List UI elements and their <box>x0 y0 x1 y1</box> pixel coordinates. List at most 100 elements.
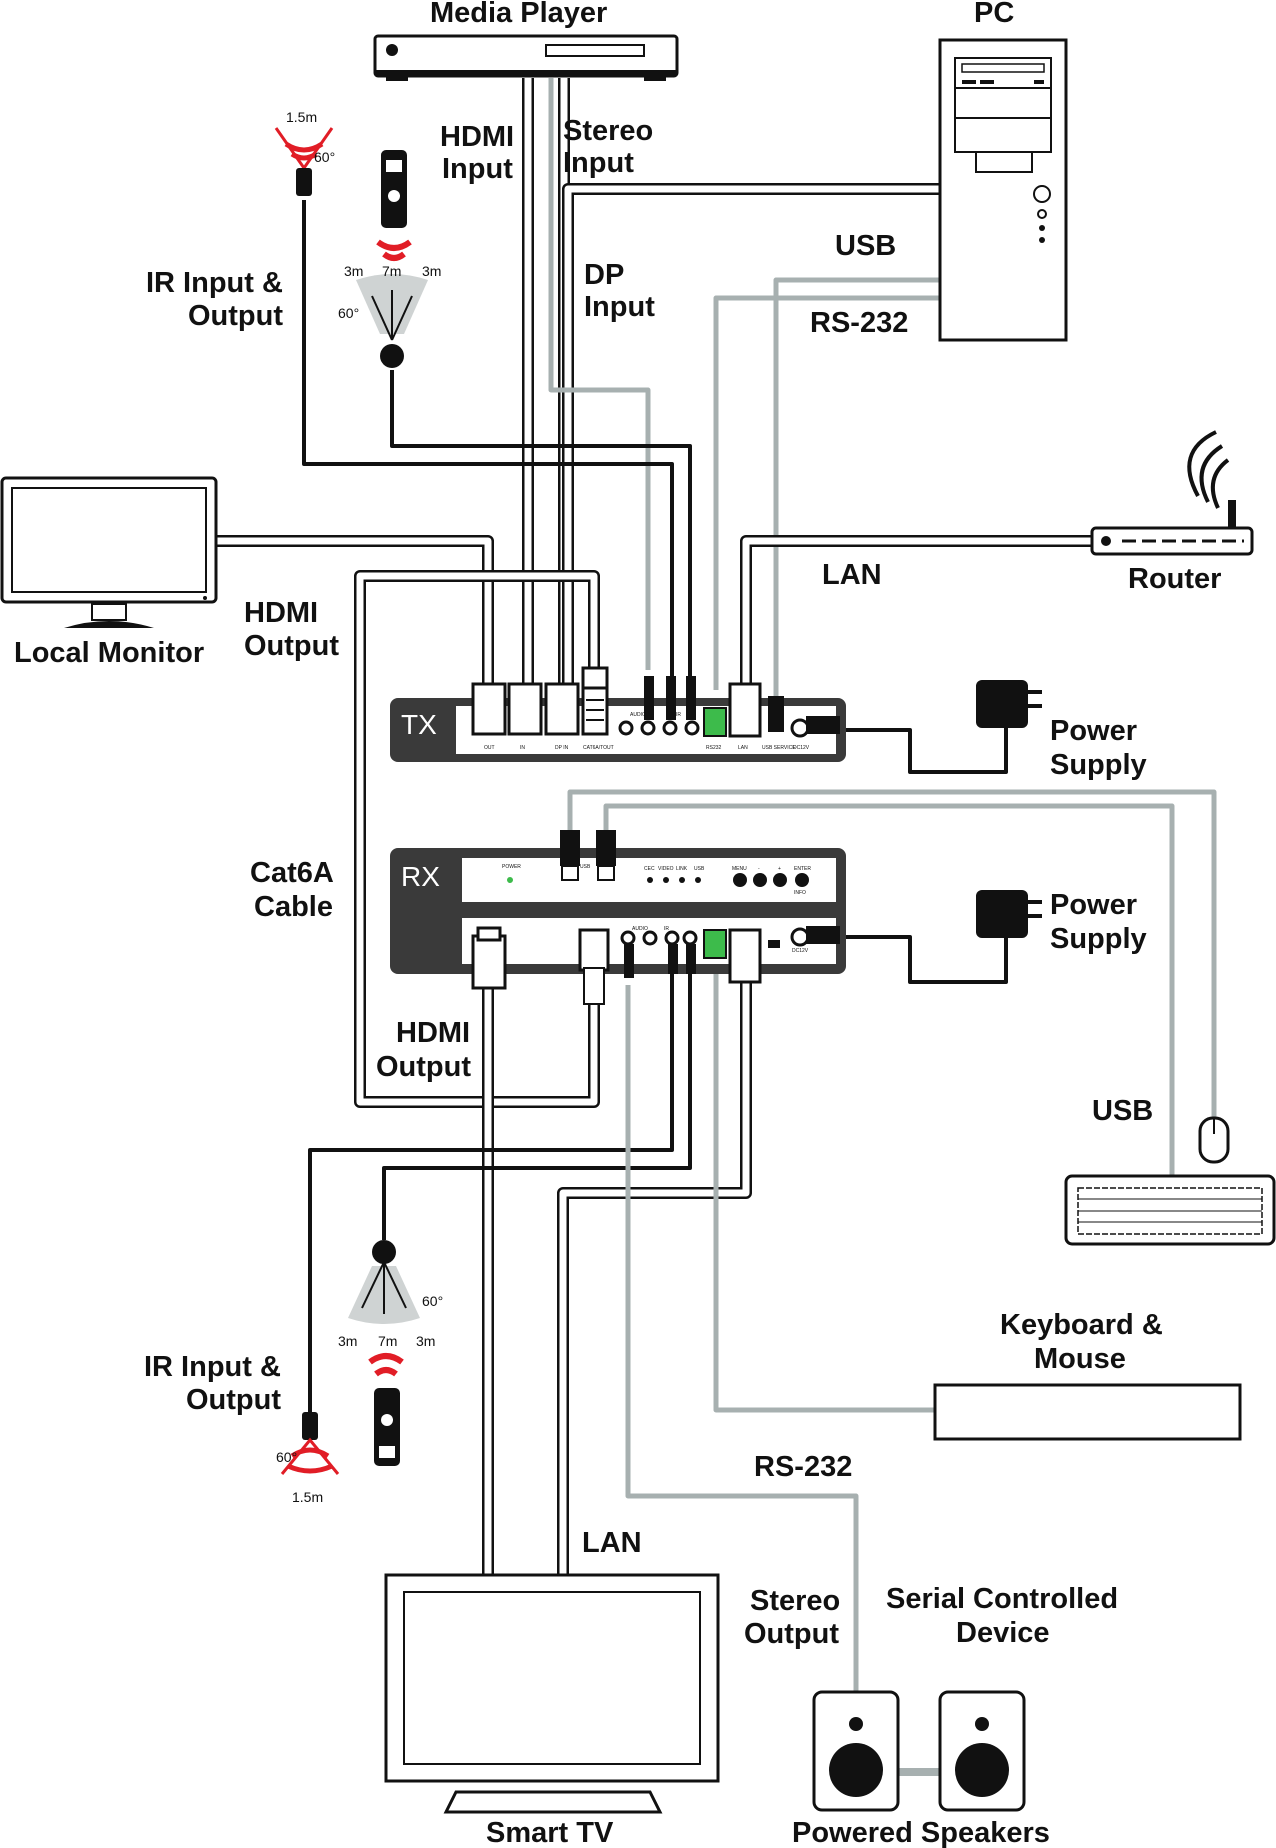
ir-top-side-left: 3m <box>344 263 363 279</box>
rx-badge: RX <box>401 861 440 892</box>
ir-range-labels: 1.5m 60° 3m 7m 3m 60° 60° 3m 7m 3m 60° 1… <box>276 109 443 1505</box>
label-power-supply-rx-1: Power <box>1050 889 1137 921</box>
ir-bottom-side-right: 3m <box>416 1333 435 1349</box>
svg-text:POWER: POWER <box>502 864 521 870</box>
media-player <box>373 34 679 81</box>
svg-text:CAT6A/TOUT: CAT6A/TOUT <box>583 745 614 751</box>
diagram-labels: Media Player PC HDMI Input Stereo Input … <box>14 0 1221 1848</box>
label-router: Router <box>1128 563 1221 595</box>
label-cat6a-2: Cable <box>254 891 333 923</box>
svg-text:USB: USB <box>580 864 591 870</box>
svg-text:USB: USB <box>694 866 705 872</box>
svg-text:LINK: LINK <box>676 866 688 872</box>
usb-pc-cable <box>773 277 940 700</box>
tx-hdmi-plugs <box>471 666 609 736</box>
label-smart-tv: Smart TV <box>486 1817 614 1848</box>
rx-usb-plug-1 <box>560 830 580 866</box>
tx-port-labels: OUT IN DP IN CAT6A/TOUT AUDIO IR RS232 L… <box>484 712 810 751</box>
lan-router-cable <box>740 535 1092 690</box>
tx-power-cable <box>820 700 1008 774</box>
rx-usb-plug-2 <box>596 830 616 866</box>
router <box>1090 430 1254 556</box>
label-keyboard-mouse-1: Keyboard & <box>1000 1309 1163 1341</box>
svg-text:CEC: CEC <box>644 866 655 872</box>
label-stereo-input-1: Stereo <box>563 115 653 147</box>
ir-tx-cable-1 <box>302 200 674 690</box>
label-pc: PC <box>974 0 1014 29</box>
ir-receiver-bottom <box>348 1240 420 1324</box>
label-dp-input-1: DP <box>584 259 624 291</box>
label-hdmi-output-bottom-2: Output <box>376 1051 471 1083</box>
svg-text:DC12V: DC12V <box>792 948 809 954</box>
label-hdmi-input-2: Input <box>442 153 513 185</box>
ir-top-center: 7m <box>382 263 401 279</box>
ir-top-side-right: 3m <box>422 263 441 279</box>
rx-port-labels: POWER USB CEC VIDEO LINK USB MENU - + EN… <box>502 864 811 954</box>
rs232-serial-cable <box>713 955 935 1413</box>
label-lan-bottom: LAN <box>582 1527 642 1559</box>
rx-hdmi-plug <box>471 934 507 990</box>
label-stereo-output-1: Stereo <box>750 1585 840 1617</box>
power-supply-rx <box>976 890 1042 938</box>
powered-speaker-right <box>938 1690 1026 1812</box>
keyboard <box>1064 1174 1276 1246</box>
label-hdmi-output-top-2: Output <box>244 630 339 662</box>
label-serial-device-1: Serial Controlled <box>886 1583 1118 1615</box>
stereo-output-cable <box>625 985 859 1692</box>
svg-text:AUDIO: AUDIO <box>632 926 648 932</box>
powered-speaker-left <box>812 1690 900 1812</box>
rx-rs232-terminal <box>703 929 727 959</box>
label-rs232-bottom: RS-232 <box>754 1451 852 1483</box>
serial-controlled-device <box>933 1383 1242 1441</box>
svg-text:IR: IR <box>676 712 681 718</box>
svg-text:ENTER: ENTER <box>794 866 811 872</box>
svg-text:VIDEO: VIDEO <box>658 866 674 872</box>
ir-bottom-angle-2: 60° <box>276 1449 297 1465</box>
label-ir-top-1: IR Input & <box>146 267 283 299</box>
label-stereo-output-2: Output <box>744 1618 839 1650</box>
label-hdmi-output-top-1: HDMI <box>244 597 318 629</box>
ir-bottom-angle: 60° <box>422 1293 443 1309</box>
rx-unit: RX POWER <box>390 830 846 1005</box>
label-dp-input-2: Input <box>584 291 655 323</box>
ir-rx-cable-2 <box>382 950 692 1240</box>
tx-rs232-terminal <box>703 707 727 737</box>
local-monitor <box>0 476 218 628</box>
ir-receiver-top <box>356 274 428 368</box>
smart-tv <box>384 1573 720 1814</box>
tx-dc-plug <box>806 716 840 734</box>
label-ir-bottom-1: IR Input & <box>144 1351 281 1383</box>
ir-remote-top <box>376 150 412 261</box>
label-ir-top-2: Output <box>188 300 283 332</box>
tx-unit: TX <box>390 666 846 762</box>
label-power-supply-tx-1: Power <box>1050 715 1137 747</box>
svg-text:-: - <box>758 866 760 872</box>
rx-cat6a-plug <box>578 928 610 972</box>
ir-bottom-center: 7m <box>378 1333 397 1349</box>
label-hdmi-input-1: HDMI <box>440 121 514 153</box>
label-stereo-input-2: Input <box>563 147 634 179</box>
svg-text:INFO: INFO <box>794 890 806 896</box>
svg-text:MENU: MENU <box>732 866 747 872</box>
usb-keyboard-cable <box>603 803 1175 1175</box>
mouse <box>1198 1116 1230 1164</box>
label-cat6a-1: Cat6A <box>250 857 334 889</box>
tx-lan-plug <box>728 682 762 738</box>
ir-rx-cable-1 <box>308 950 674 1412</box>
ir-emitter-top <box>274 127 334 196</box>
label-hdmi-output-bottom-1: HDMI <box>396 1017 470 1049</box>
ir-tx-cable-2 <box>390 370 692 690</box>
label-keyboard-mouse-2: Mouse <box>1034 1343 1126 1375</box>
ir-top-angle: 60° <box>314 149 335 165</box>
label-power-supply-rx-2: Supply <box>1050 923 1147 955</box>
rx-lan-plug <box>728 928 762 984</box>
svg-text:DC12V: DC12V <box>793 745 810 751</box>
rx-dc-plug <box>806 926 840 944</box>
ir-top-angle-2: 60° <box>338 305 359 321</box>
label-media-player: Media Player <box>430 0 607 29</box>
power-supply-tx <box>976 680 1042 728</box>
rx-menu-button <box>733 873 747 887</box>
svg-text:DP IN: DP IN <box>555 745 569 751</box>
tx-usb-plug <box>768 696 784 732</box>
